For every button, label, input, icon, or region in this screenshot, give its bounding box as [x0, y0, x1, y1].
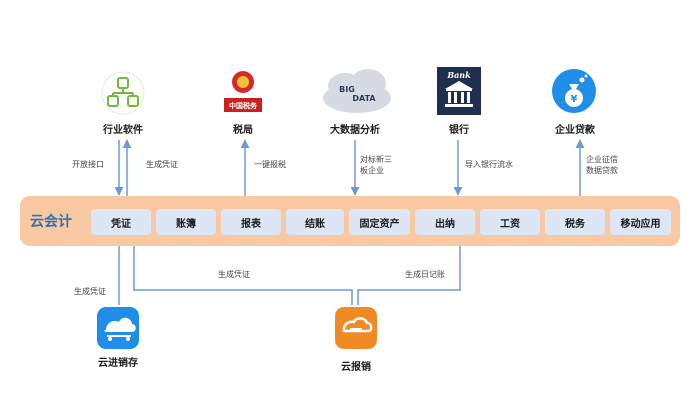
- big-data-cloud-icon: BIG DATA: [323, 69, 391, 113]
- conn-label-generate-voucher-left: 生成凭证: [74, 287, 106, 296]
- module-mobile-app[interactable]: 移动应用: [610, 209, 671, 235]
- network-icon: [101, 71, 145, 115]
- module-ledger[interactable]: 账簿: [156, 209, 216, 235]
- conn-label-enterprise-credit-line2: 数据贷款: [586, 166, 618, 175]
- conn-label-tax-subject-line1: 对标新三: [360, 155, 392, 164]
- platform-title: 云会计: [30, 214, 72, 230]
- bank-logo-text: Bank: [446, 70, 471, 80]
- node-label-cloud-inventory: 云进销存: [98, 358, 138, 369]
- node-label-cloud-expense: 云报销: [341, 362, 371, 373]
- module-reports[interactable]: 报表: [221, 209, 281, 235]
- node-label-tax-bureau: 税局: [233, 125, 253, 136]
- module-closing[interactable]: 结账: [286, 209, 344, 235]
- node-label-big-data: 大数据分析: [330, 125, 380, 136]
- cloud-inventory-icon: [97, 307, 139, 349]
- module-fixed-assets[interactable]: 固定资产: [349, 209, 410, 235]
- conn-label-enterprise-credit-line1: 企业征信: [586, 155, 618, 164]
- module-tax[interactable]: 税务: [545, 209, 605, 235]
- cloud-word-data: DATA: [352, 94, 376, 103]
- conn-label-generate-voucher-top: 生成凭证: [146, 160, 178, 169]
- conn-label-generate-journal: 生成日记账: [405, 270, 445, 279]
- conn-label-import-bank-flow: 导入银行流水: [465, 160, 513, 169]
- conn-label-tax-subject-line2: 板企业: [360, 166, 384, 175]
- arrow-expense-to-cashier: [357, 237, 465, 305]
- tax-bureau-logo-text: 中国税务: [229, 101, 258, 110]
- module-voucher[interactable]: 凭证: [91, 209, 151, 235]
- tax-bureau-emblem-icon: 中国税务: [222, 68, 264, 116]
- cloud-expense-icon: [335, 307, 377, 349]
- loan-money-bag-icon: ¥: [552, 69, 596, 113]
- conn-label-enterprise-credit: 企业征信 数据贷款: [586, 154, 626, 176]
- conn-label-tax-subject: 对标新三 板企业: [360, 154, 400, 176]
- conn-label-open-interface: 开放接口: [72, 160, 104, 169]
- conn-label-generate-voucher-mid: 生成凭证: [218, 270, 250, 279]
- node-label-industry-software: 行业软件: [103, 125, 143, 136]
- arrow-expense-to-voucher: [129, 237, 353, 305]
- loan-coin-symbol: ¥: [571, 94, 578, 105]
- cloud-word-big: BIG: [339, 85, 355, 94]
- module-payroll[interactable]: 工资: [480, 209, 540, 235]
- node-label-enterprise-loan: 企业贷款: [555, 125, 595, 136]
- node-label-bank: 银行: [449, 125, 469, 136]
- conn-label-one-click-tax: 一键报税: [254, 160, 286, 169]
- module-cashier[interactable]: 出纳: [415, 209, 475, 235]
- bank-icon: Bank: [437, 67, 481, 115]
